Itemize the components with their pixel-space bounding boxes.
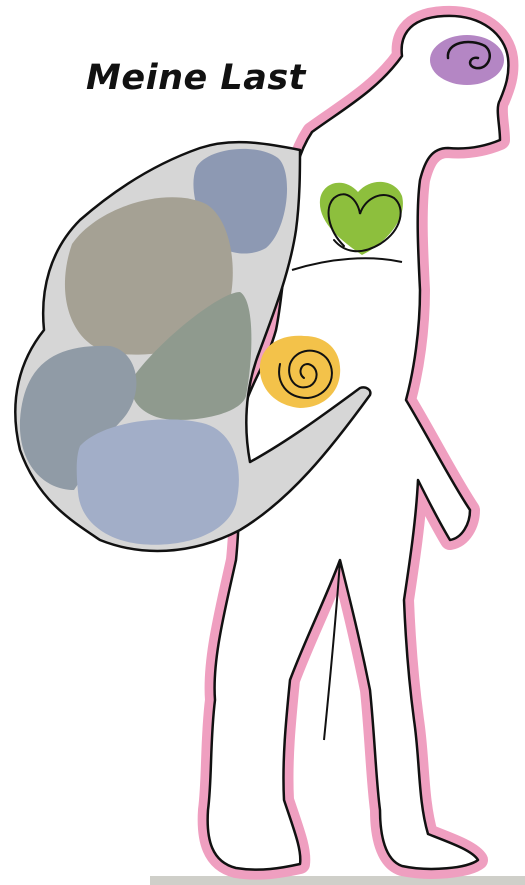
brain-icon: [430, 35, 504, 85]
stone-bottom: [77, 419, 239, 544]
floor: [150, 876, 525, 885]
